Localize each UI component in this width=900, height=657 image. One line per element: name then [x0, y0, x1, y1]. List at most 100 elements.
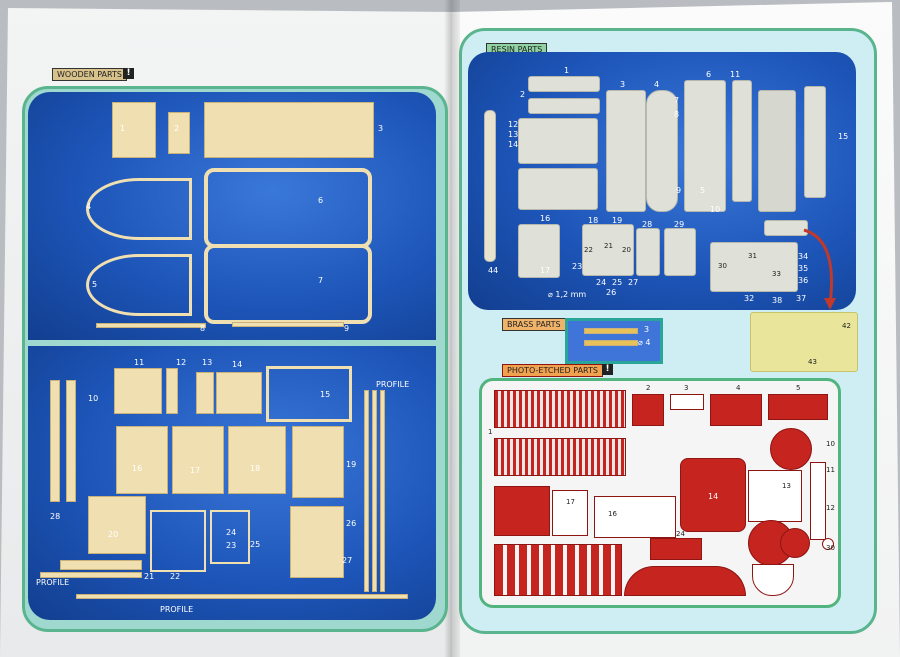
resin-label-27: 27 [628, 278, 639, 287]
resin-label-43: 43 [808, 358, 817, 366]
resin-engine-block-3 [606, 90, 646, 212]
resin-label-5: 5 [700, 186, 706, 195]
part-label-11: 11 [134, 358, 145, 367]
part-label-3: 3 [378, 124, 384, 133]
profile-label-bottom: PROFILE [160, 605, 194, 614]
part-label-16: 16 [132, 464, 143, 473]
wood-part-18 [228, 426, 286, 494]
pe-part-11-12 [810, 462, 826, 540]
resin-label-29: 29 [674, 220, 685, 229]
pe-part-2 [632, 394, 664, 426]
resin-label-22: 22 [584, 246, 593, 254]
pe-label-10: 10 [826, 440, 835, 448]
resin-label-31: 31 [748, 252, 757, 260]
wood-part-12 [166, 368, 178, 414]
part-label-6: 6 [318, 196, 324, 205]
resin-part-6 [684, 80, 726, 212]
wood-part-1 [112, 102, 156, 158]
part-label-18: 18 [250, 464, 261, 473]
resin-label-12: 12 [508, 120, 519, 129]
resin-label-18: 18 [588, 216, 599, 225]
pe-part-24 [650, 538, 702, 560]
pe-label-1: 1 [488, 428, 493, 436]
part-label-19: 19 [346, 460, 357, 469]
wood-strip-b [372, 390, 377, 592]
resin-part-18-26 [582, 224, 634, 276]
pe-part-14 [680, 458, 746, 532]
pe-label-11: 11 [826, 466, 835, 474]
part-label-2: 2 [174, 124, 180, 133]
part-label-9: 9 [344, 324, 350, 333]
resin-label-11: 11 [730, 70, 741, 79]
resin-propeller-44 [484, 110, 496, 262]
part-label-15: 15 [320, 390, 331, 399]
resin-part-1 [528, 76, 600, 92]
wood-strip-21 [60, 560, 142, 570]
wood-part-15 [266, 366, 352, 422]
resin-label-7: 7 [674, 96, 680, 105]
wood-part-3 [204, 102, 374, 158]
resin-label-37: 37 [796, 294, 807, 303]
wood-strip-profile-b [76, 594, 408, 599]
info-icon: ! [602, 364, 613, 375]
resin-part-2 [528, 98, 600, 114]
resin-label-33: 33 [772, 270, 781, 278]
profile-label-left: PROFILE [36, 578, 70, 587]
part-label-8: 8 [200, 324, 206, 333]
pe-part-13 [748, 470, 802, 522]
wood-strip-profile-a [40, 572, 142, 578]
resin-part-16-17 [518, 224, 560, 278]
part-label-14: 14 [232, 360, 243, 369]
part-label-12: 12 [176, 358, 187, 367]
pe-label-13: 13 [782, 482, 791, 490]
pe-part-10-ring [770, 428, 812, 470]
part-label-24: 24 [226, 528, 237, 537]
wood-part-6 [204, 168, 372, 248]
wood-part-5 [86, 254, 192, 316]
diameter-label: ⌀ 1,2 mm [548, 290, 587, 299]
wood-part-28b [66, 380, 76, 502]
wood-strip-a [364, 390, 369, 592]
pe-part-arc [624, 566, 746, 596]
part-label-25: 25 [250, 540, 261, 549]
resin-label-13: 13 [508, 130, 519, 139]
wood-part-28a [50, 380, 60, 502]
part-label-10: 10 [88, 394, 99, 403]
resin-label-32: 32 [744, 294, 755, 303]
part-label-4: 4 [86, 202, 92, 211]
pe-part-1b [494, 438, 626, 476]
pe-label-4: 4 [736, 384, 741, 392]
resin-label-44: 44 [488, 266, 499, 275]
wood-part-19 [292, 426, 344, 498]
resin-decals-15 [758, 90, 796, 212]
resin-label-26: 26 [606, 288, 617, 297]
book-spine [444, 0, 460, 657]
resin-label-30: 30 [718, 262, 727, 270]
resin-label-3: 3 [620, 80, 626, 89]
resin-part-15-brackets [804, 86, 826, 198]
pe-label-12: 12 [826, 504, 835, 512]
pe-label-14: 14 [708, 492, 719, 501]
wood-part-17 [172, 426, 224, 494]
resin-part-11 [732, 80, 752, 202]
resin-label-16: 16 [540, 214, 551, 223]
wooden-parts-label: WOODEN PARTS [52, 68, 127, 81]
wood-part-7 [204, 244, 372, 324]
wood-part-16 [116, 426, 168, 494]
resin-label-25: 25 [612, 278, 623, 287]
part-label-23: 23 [226, 541, 237, 550]
resin-label-35: 35 [798, 264, 809, 273]
wood-part-4 [86, 178, 192, 240]
brass-rod-4 [584, 340, 638, 346]
part-label-21: 21 [144, 572, 155, 581]
pe-label-30: 30 [826, 544, 835, 552]
pe-part-round-b [780, 528, 810, 558]
part-label-5: 5 [92, 280, 98, 289]
wood-part-26-27 [290, 506, 344, 578]
resin-part-30-38 [710, 242, 798, 292]
brass-parts-label: BRASS PARTS [502, 318, 566, 331]
wood-part-20 [88, 496, 146, 554]
resin-label-15: 15 [838, 132, 849, 141]
resin-label-9: 9 [676, 186, 682, 195]
pe-label-5: 5 [796, 384, 801, 392]
